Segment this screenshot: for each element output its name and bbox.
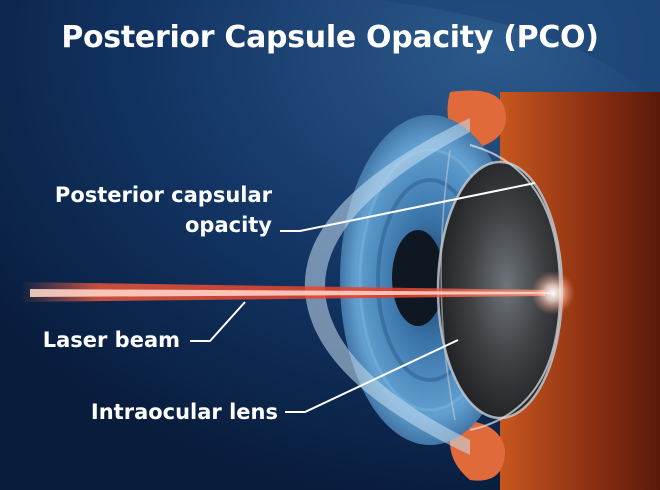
label-intraocular-lens: Intraocular lens — [90, 400, 278, 424]
anterior-capsule-line — [440, 149, 456, 421]
iol-pointer-line — [285, 339, 459, 413]
label-laser-beam: Laser beam — [42, 328, 180, 352]
pupil — [392, 230, 444, 326]
laser-pointer-line — [190, 301, 246, 342]
sclera-arc — [380, 0, 660, 110]
laser-beam-core — [30, 289, 550, 297]
label-pco-line2: opacity — [184, 213, 272, 237]
ciliary-body-bottom — [450, 420, 505, 481]
cornea — [304, 118, 470, 455]
label-posterior-capsular-opacity: Posterior capsular opacity — [20, 180, 272, 240]
laser-focus-glow — [531, 271, 575, 315]
page-title: Posterior Capsule Opacity (PCO) — [61, 20, 599, 55]
pco-pointer-line — [280, 182, 536, 232]
label-pco-line1: Posterior capsular — [54, 183, 272, 207]
